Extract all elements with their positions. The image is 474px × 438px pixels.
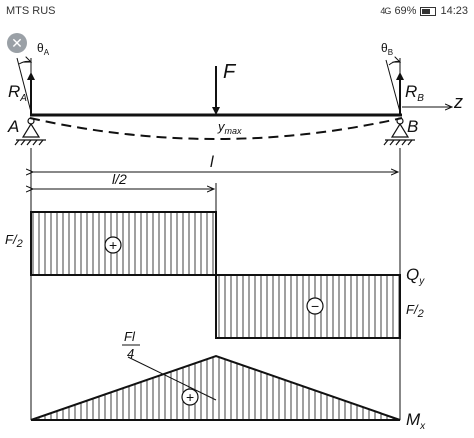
point-a-label: A	[7, 117, 19, 136]
reaction-a-label: RA	[8, 82, 27, 104]
half-span-label: l/2	[112, 171, 127, 187]
battery-percent: 69%	[394, 5, 417, 17]
moment-diagram	[30, 344, 401, 421]
span-label: l	[210, 154, 214, 171]
ymax-label: ymax	[217, 119, 242, 136]
shear-diagram	[30, 211, 401, 339]
clock: 14:23	[440, 5, 468, 17]
moment-max-numerator: Fl	[124, 329, 136, 344]
minus-sign-shear: −	[311, 298, 319, 314]
plus-sign-moment: +	[186, 389, 194, 405]
theta-a-label: θA	[37, 41, 50, 57]
reaction-b-label: RB	[405, 82, 424, 104]
battery-icon	[420, 6, 437, 16]
support-a	[14, 117, 46, 146]
signal-icon: 4G	[380, 6, 391, 16]
shear-right-value: F/2	[406, 302, 424, 320]
carrier-name: MTS RUS	[6, 5, 56, 17]
theta-b-guide	[385, 58, 400, 113]
moment-max-denominator: 4	[127, 346, 134, 361]
plus-sign-shear: +	[109, 237, 117, 253]
status-indicators: 4G 69% 14:23	[380, 5, 468, 17]
force-label: F	[223, 61, 237, 83]
theta-b-label: θB	[381, 41, 393, 57]
close-button[interactable]: ✕	[7, 33, 27, 53]
support-b	[383, 117, 415, 146]
shear-axis-label: Qy	[406, 265, 425, 287]
moment-axis-label: Mx	[406, 410, 426, 432]
deflection-curve	[29, 117, 403, 140]
status-bar: MTS RUS 4G 69% 14:23	[0, 0, 474, 24]
point-b-label: B	[407, 117, 418, 136]
shear-left-value: F/2	[5, 232, 23, 250]
z-axis-label: z	[453, 92, 463, 112]
